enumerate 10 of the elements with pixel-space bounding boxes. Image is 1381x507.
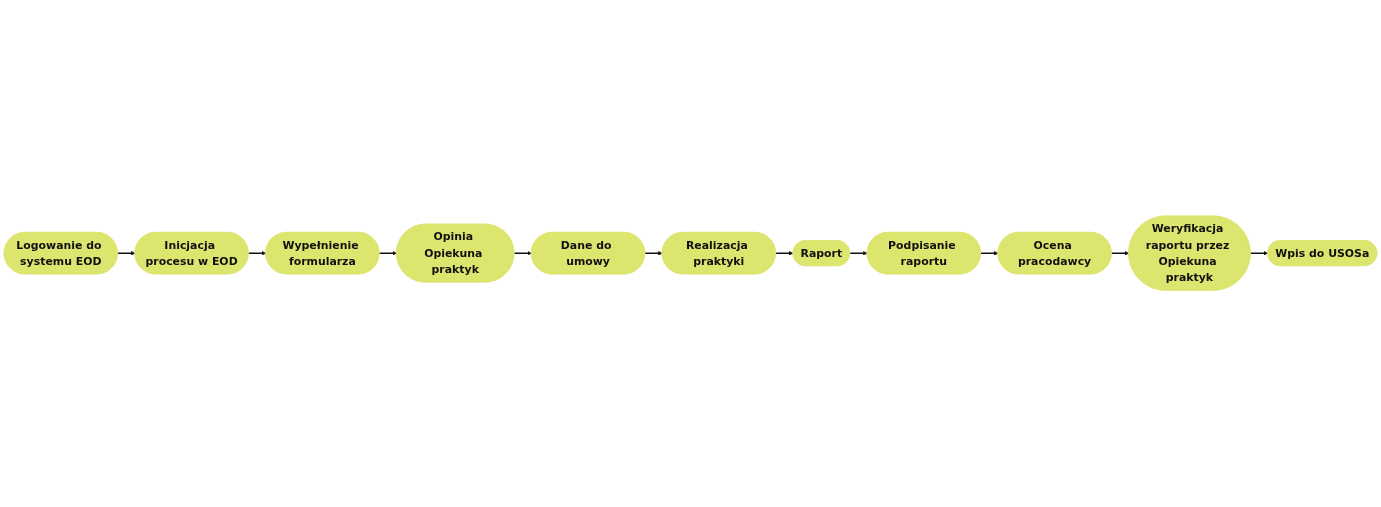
arrow	[849, 251, 868, 256]
arrow	[1249, 251, 1269, 256]
arrow	[980, 251, 999, 256]
arrow	[117, 251, 136, 256]
arrow	[378, 251, 397, 256]
arrow	[775, 251, 794, 256]
arrow	[513, 251, 532, 256]
arrow	[1110, 251, 1130, 256]
arrow	[247, 251, 267, 256]
arrow	[644, 251, 663, 256]
